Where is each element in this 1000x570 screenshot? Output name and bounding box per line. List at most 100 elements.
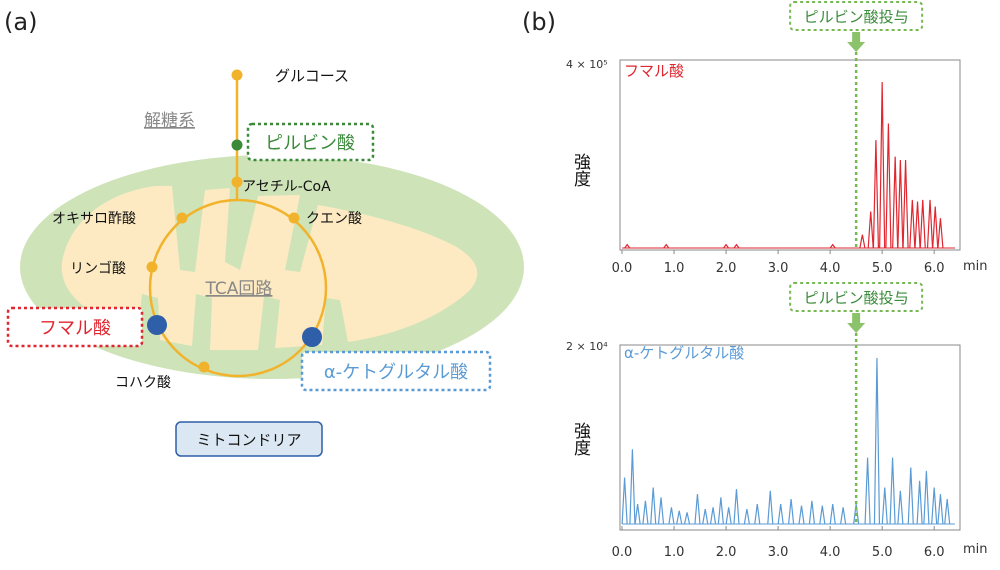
chromatogram-peak [914, 201, 921, 249]
chromatogram-peak [829, 504, 836, 525]
chromatogram-peak [642, 500, 649, 525]
chromatogram-peak [919, 199, 926, 249]
chromatogram-peak [889, 457, 896, 525]
series-title: フマル酸 [624, 62, 684, 80]
x-axis-unit: min [963, 542, 988, 557]
chromatogram-peak [709, 507, 717, 525]
citrate-node [288, 212, 300, 224]
chromatogram-peak [859, 234, 866, 249]
y-max-label: 4 × 10⁵ [566, 58, 608, 71]
chromatogram-peak [634, 504, 641, 525]
chromatogram-peak [788, 499, 795, 525]
chromatogram-peak [650, 487, 657, 525]
annotation-label: ピルビン酸投与 [804, 8, 909, 26]
chromatogram-peak [902, 160, 909, 249]
x-tick-label: 0.0 [612, 261, 633, 276]
x-tick-label: 5.0 [872, 261, 893, 276]
tca-cycle-label: TCA回路 [205, 279, 273, 299]
panel-a-label: (a) [4, 8, 37, 36]
chromatogram-peak [663, 243, 670, 249]
tca-cycle-ring [148, 198, 328, 378]
chromatogram-peak [907, 467, 914, 525]
chromatogram-peak [867, 211, 874, 249]
chromatogram-peak [937, 494, 944, 525]
chromatogram-peak [754, 504, 761, 525]
fumarate-box-label: フマル酸 [39, 318, 111, 339]
series-group [622, 81, 955, 249]
chromatogram-peak [683, 512, 691, 525]
chromatogram-peak [767, 490, 774, 525]
chromatogram-peak [897, 160, 904, 249]
x-tick-label: 4.0 [820, 261, 841, 276]
y-axis-label: 強度 [570, 153, 591, 187]
chromatogram-peak [624, 243, 631, 249]
chromatogram-peak [840, 507, 847, 525]
series-group [621, 357, 955, 525]
chromatogram-peak [923, 470, 930, 525]
mitochondria-label: ミトコンドリア [196, 431, 301, 449]
chromatogram-peak [864, 457, 871, 525]
x-tick-label: 4.0 [820, 545, 841, 560]
x-tick-label: 3.0 [768, 545, 789, 560]
chromatogram-peak [885, 123, 892, 249]
malate-node [146, 261, 158, 273]
chromatogram-peak [717, 497, 724, 525]
panel-a: (a) グルコース 解糖系 ピルビン酸 アセチル-CoA オキサロ酢酸 クエン酸… [4, 8, 524, 457]
x-tick-label: 2.0 [716, 261, 737, 276]
fumarate-node [147, 315, 167, 335]
mitochondria-matrix [61, 186, 478, 350]
akg-box [300, 350, 492, 392]
chromatogram-peak [897, 490, 904, 525]
x-tick-label: 6.0 [924, 261, 945, 276]
akg-box-label: α-ケトグルタル酸 [324, 362, 468, 383]
annotation-label: ピルビン酸投与 [804, 289, 909, 307]
chromatogram-peak [892, 156, 899, 249]
malate-label: リンゴ酸 [70, 260, 126, 277]
x-tick-label: 3.0 [768, 261, 789, 276]
glucose-node [231, 69, 243, 81]
acetyl-coa-label: アセチル-CoA [242, 179, 331, 195]
chromatogram-peak [937, 218, 944, 249]
chromatogram-peak [733, 489, 740, 525]
x-tick-label: 1.0 [664, 545, 685, 560]
pyruvate-box [246, 122, 375, 162]
y-axis-label: 強度 [570, 422, 591, 456]
annotation-arrow-icon [847, 32, 866, 52]
chromatogram-peak [668, 507, 675, 525]
chromatogram-peak [725, 507, 732, 525]
chromatogram-peak [916, 480, 923, 525]
chromatogram-peak [777, 504, 784, 525]
x-tick-label: 5.0 [872, 545, 893, 560]
chart-frame [619, 344, 961, 531]
x-axis-unit: min [963, 259, 988, 274]
chromatogram-peak [743, 508, 750, 525]
y-max-label: 2 × 10⁴ [566, 340, 608, 353]
oxaloacetate-label: オキサロ酢酸 [52, 211, 136, 227]
succinate-node [198, 361, 210, 373]
chromatogram-peak [932, 206, 939, 249]
chart-frame [619, 59, 961, 251]
acetyl-coa-node [231, 176, 243, 188]
oxaloacetate-node [176, 212, 188, 224]
chromatogram-peak [879, 81, 886, 249]
chromatogram-peak [944, 499, 951, 525]
annotation-box [789, 1, 924, 31]
chromatogram-peak [676, 510, 683, 525]
annotation-arrow-icon [847, 313, 866, 333]
chromatogram-peak [657, 497, 665, 525]
pyruvate-node [231, 139, 243, 151]
chromatogram-peak [881, 487, 888, 525]
chromatogram-peak [733, 243, 740, 249]
mitochondria-box [175, 421, 323, 457]
chromatogram-peak [853, 504, 860, 525]
chromatogram-peak [931, 487, 938, 525]
pyruvate-box-label: ピルビン酸 [265, 133, 355, 154]
chromatogram-peak [723, 243, 730, 249]
chromatogram-peak [798, 505, 805, 525]
chromatogram-peak [621, 477, 628, 525]
